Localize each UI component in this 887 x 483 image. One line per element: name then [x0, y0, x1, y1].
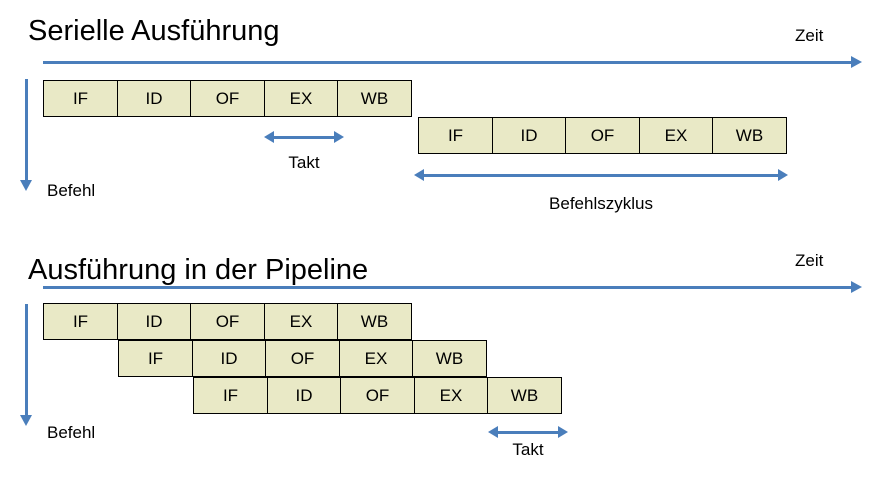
instruction-row: IF ID OF EX WB	[418, 117, 787, 154]
time-axis-line-serial	[43, 61, 851, 64]
panel-pipeline-execution: Ausführung in der Pipeline Zeit Befehl I…	[0, 242, 887, 483]
stage-cell: EX	[338, 340, 414, 377]
stage-cell: ID	[116, 303, 192, 340]
stage-cell: EX	[413, 377, 489, 414]
stage-cell: IF	[418, 117, 493, 154]
stage-cell: OF	[190, 80, 265, 117]
panel-pipeline-title: Ausführung in der Pipeline	[28, 254, 369, 286]
takt-measure-label-serial: Takt	[288, 153, 320, 172]
befehlszyklus-measure-label: Befehlszyklus	[549, 194, 653, 213]
instruction-axis-line-serial	[25, 79, 28, 181]
stage-cell: OF	[340, 377, 415, 414]
stage-cell: OF	[190, 303, 265, 340]
takt-measure-arrow-serial	[264, 131, 344, 143]
panel-serial-execution: Serielle Ausführung Zeit Befehl IF ID OF…	[0, 0, 887, 241]
time-axis-line-pipeline	[43, 286, 851, 289]
stage-cell: ID	[116, 80, 192, 117]
arrowhead-right-icon	[778, 169, 788, 181]
measure-bar	[496, 431, 560, 434]
instruction-axis-line-pipeline	[25, 304, 28, 416]
arrowhead-right-icon	[334, 131, 344, 143]
stage-cell: OF	[565, 117, 640, 154]
stage-cell: WB	[337, 80, 412, 117]
measure-bar	[422, 174, 780, 177]
stage-cell: ID	[191, 340, 267, 377]
stage-cell: EX	[263, 80, 339, 117]
befehlszyklus-measure-arrow	[414, 169, 788, 181]
arrowhead-right-icon	[558, 426, 568, 438]
time-axis-arrowhead-pipeline	[851, 281, 862, 293]
instruction-row: IF ID OF EX WB	[118, 340, 487, 377]
takt-measure-label-pipeline: Takt	[512, 440, 544, 459]
measure-bar	[272, 136, 336, 139]
time-axis-arrowhead-serial	[851, 56, 862, 68]
stage-cell: IF	[43, 80, 118, 117]
stage-cell: IF	[43, 303, 118, 340]
instruction-row: IF ID OF EX WB	[43, 80, 412, 117]
stage-cell: WB	[712, 117, 787, 154]
arrowhead-left-icon	[414, 169, 424, 181]
instruction-axis-arrowhead-pipeline	[20, 415, 32, 426]
stage-cell: ID	[491, 117, 567, 154]
instruction-row: IF ID OF EX WB	[193, 377, 562, 414]
stage-cell: IF	[118, 340, 193, 377]
instruction-axis-label-pipeline: Befehl	[47, 423, 96, 442]
stage-cell: WB	[337, 303, 412, 340]
arrowhead-left-icon	[264, 131, 274, 143]
time-axis-label-serial: Zeit	[795, 26, 824, 45]
arrowhead-left-icon	[488, 426, 498, 438]
stage-cell: WB	[412, 340, 487, 377]
instruction-row: IF ID OF EX WB	[43, 303, 412, 340]
panel-serial-title: Serielle Ausführung	[28, 15, 280, 47]
takt-measure-arrow-pipeline	[488, 426, 568, 438]
instruction-axis-arrowhead-serial	[20, 180, 32, 191]
stage-cell: WB	[487, 377, 562, 414]
stage-cell: IF	[193, 377, 268, 414]
stage-cell: EX	[638, 117, 714, 154]
stage-cell: EX	[263, 303, 339, 340]
stage-cell: OF	[265, 340, 340, 377]
time-axis-label-pipeline: Zeit	[795, 251, 824, 270]
stage-cell: ID	[266, 377, 342, 414]
instruction-axis-label-serial: Befehl	[47, 181, 96, 200]
